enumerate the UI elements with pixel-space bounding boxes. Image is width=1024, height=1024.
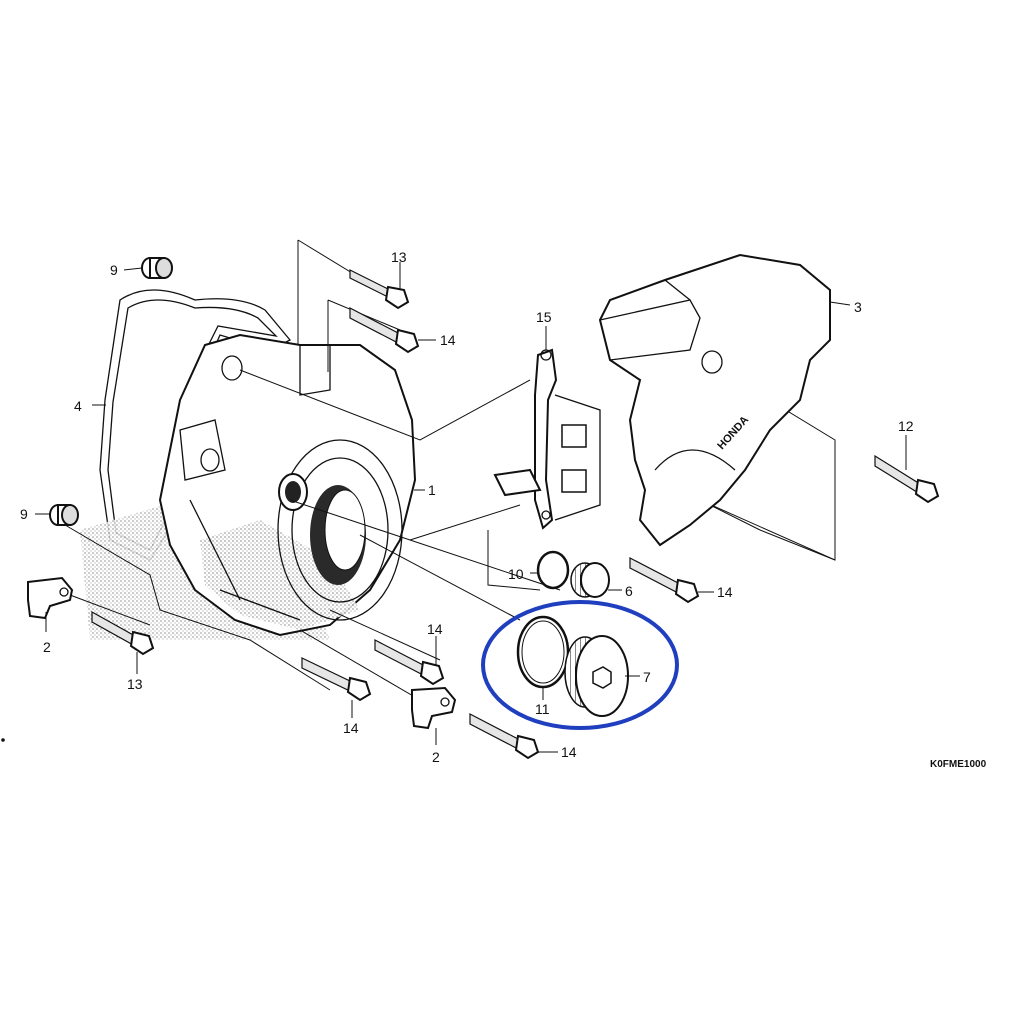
- callout-4: 4: [74, 398, 82, 414]
- callout-1: 1: [428, 482, 436, 498]
- callout-2-right: 2: [432, 749, 440, 765]
- dowel-pin-upper: [141, 257, 173, 279]
- o-ring-part-11: [516, 615, 570, 689]
- callout-11: 11: [535, 701, 550, 717]
- highlight-circle: [481, 600, 679, 730]
- cap-part-7: [564, 635, 629, 717]
- callout-10: 10: [508, 566, 524, 582]
- left-crankcase-cover-part-1: [158, 333, 417, 637]
- bolt-14-upper: [349, 307, 420, 354]
- clamp-left: [27, 576, 74, 620]
- bolt-14-lower-right: [469, 713, 540, 760]
- callout-3: 3: [854, 299, 862, 315]
- edge-mark: [1, 738, 5, 742]
- bolt-13-lower: [91, 610, 155, 656]
- callout-13-upper: 13: [391, 249, 407, 265]
- callout-12: 12: [898, 418, 914, 434]
- callout-14-mid: 14: [427, 621, 443, 637]
- sprocket-cover-part-3: HONDA: [598, 253, 831, 547]
- callout-2-left: 2: [43, 639, 51, 655]
- callout-leaders: [35, 262, 907, 753]
- dowel-pin-lower: [49, 504, 79, 526]
- callout-14-sprocket: 14: [717, 584, 733, 600]
- callout-14-upper: 14: [440, 332, 456, 348]
- bolt-14-sprocket: [629, 557, 700, 604]
- callout-14-lower-right: 14: [561, 744, 577, 760]
- callout-13-lower: 13: [127, 676, 143, 692]
- bolt-13-upper: [349, 269, 410, 310]
- o-ring-part-10: [536, 550, 570, 590]
- callout-7: 7: [643, 669, 651, 685]
- callout-14-lower-left: 14: [343, 720, 359, 736]
- alignment-lines: [59, 239, 836, 701]
- bolt-14-lower-mid: [374, 639, 445, 686]
- callout-15: 15: [536, 309, 552, 325]
- cap-part-6: [570, 562, 610, 598]
- bolt-14-lower-left: [301, 657, 372, 702]
- bolt-12: [874, 454, 940, 504]
- callout-9-upper: 9: [110, 262, 118, 278]
- diagram-code: K0FME1000: [930, 759, 987, 770]
- callout-labels: 1 2 2 3 4 6 7 9 9 10 11 12 13 13 14 14 1…: [20, 249, 914, 765]
- callout-6: 6: [625, 583, 633, 599]
- bracket-part-15: [493, 348, 601, 530]
- callout-9-lower: 9: [20, 506, 28, 522]
- clamp-right: [411, 686, 457, 730]
